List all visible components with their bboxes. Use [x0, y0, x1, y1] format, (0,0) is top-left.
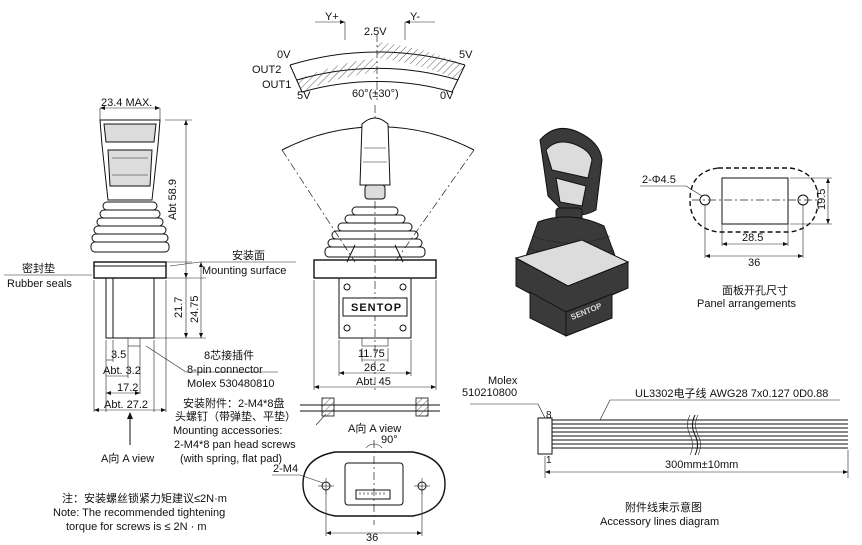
- angle-label: 60°(±30°): [352, 88, 399, 100]
- dim-27-2: Abt. 27.2: [104, 399, 148, 411]
- side-height-dim: Abt 58.9: [167, 179, 179, 220]
- dim-21-7: 21.7: [173, 297, 185, 318]
- cable-length: 300mm±10mm: [665, 459, 738, 471]
- a-view-title: A向 A view: [348, 421, 401, 435]
- mount-label-en: Mounting surface: [202, 265, 286, 277]
- a-view-dim-36: 36: [366, 532, 378, 544]
- connector-label-cn: 8芯接插件: [204, 348, 254, 362]
- panel-dim-36: 36: [748, 257, 760, 269]
- cable-molex-label: Molex: [488, 375, 518, 387]
- out1-label: OUT1: [262, 79, 291, 91]
- accessory-en-2: 2-M4*8 pan head screws: [174, 439, 296, 451]
- output-voltage-arc: [289, 20, 466, 100]
- left-5v-label: 5V: [297, 90, 311, 102]
- seal-label-cn: 密封垫: [22, 261, 55, 275]
- cable-title-en: Accessory lines diagram: [600, 516, 719, 528]
- cable-diagram: [470, 399, 849, 478]
- dim-17-2: 17.2: [117, 382, 138, 394]
- dim-3-5: 3.5: [111, 349, 126, 361]
- note-cn: 注：安装螺丝锁紧力矩建议≤2N·m: [62, 491, 227, 505]
- side-a-view-label: A向 A view: [101, 451, 154, 465]
- panel-cutout: [640, 167, 832, 258]
- panel-title-cn: 面板开孔尺寸: [722, 283, 788, 297]
- center-voltage-label: 2.5V: [364, 26, 387, 38]
- dim-3-2: Abt. 3.2: [103, 365, 141, 377]
- dim-24-75: 24.75: [189, 295, 201, 323]
- front-brand: SENTOP: [351, 302, 402, 314]
- cable-pin-1: 1: [546, 455, 552, 466]
- cable-wire-spec: UL3302电子线 AWG28 7x0.127 0D0.88: [635, 386, 828, 400]
- cable-molex-part: 510210800: [462, 387, 517, 399]
- accessory-en-3: (with spring, flat pad): [180, 453, 282, 465]
- cable-pin-8: 8: [546, 410, 552, 421]
- side-view: [4, 106, 296, 445]
- dim-11-75: 11.75: [358, 348, 385, 360]
- cable-title-cn: 附件线束示意图: [625, 500, 702, 514]
- accessory-cn-2: 头螺钉（带弹垫、平垫）: [175, 409, 296, 423]
- isometric-view: [514, 127, 630, 337]
- right-5v-label: 5V: [459, 49, 473, 61]
- seal-label-en: Rubber seals: [7, 278, 72, 290]
- front-view: [281, 105, 475, 426]
- dim-26-2: 26.2: [364, 362, 385, 374]
- panel-title-en: Panel arrangements: [697, 298, 797, 310]
- note-en-2: torque for screws is ≤ 2N · m: [66, 521, 207, 533]
- mount-label-cn: 安装面: [232, 248, 265, 262]
- panel-hole-dim: 2-Φ4.5: [642, 174, 676, 186]
- panel-dim-19-5: 19.5: [816, 189, 828, 210]
- dim-45: Abt. 45: [356, 376, 391, 388]
- a-view-screw: 2-M4: [273, 463, 298, 475]
- left-0v-label: 0V: [277, 49, 291, 61]
- y-minus-label: Y-: [410, 11, 420, 23]
- a-view-drawing: [272, 440, 446, 536]
- y-plus-label: Y+: [325, 11, 339, 23]
- right-0v-label: 0V: [440, 90, 454, 102]
- accessory-en-1: Mounting accessories:: [173, 425, 282, 437]
- note-en-1: Note: The recommended tightening: [53, 507, 225, 519]
- out2-label: OUT2: [252, 64, 281, 76]
- connector-part: Molex 530480810: [187, 378, 274, 390]
- a-view-angle: 90°: [381, 434, 398, 446]
- accessory-cn-1: 安装附件：2-M4*8盘: [183, 396, 284, 410]
- panel-dim-28-5: 28.5: [742, 232, 763, 244]
- connector-label-en: 8-pin connector: [187, 364, 263, 376]
- side-width-dim: 23.4 MAX.: [101, 97, 152, 109]
